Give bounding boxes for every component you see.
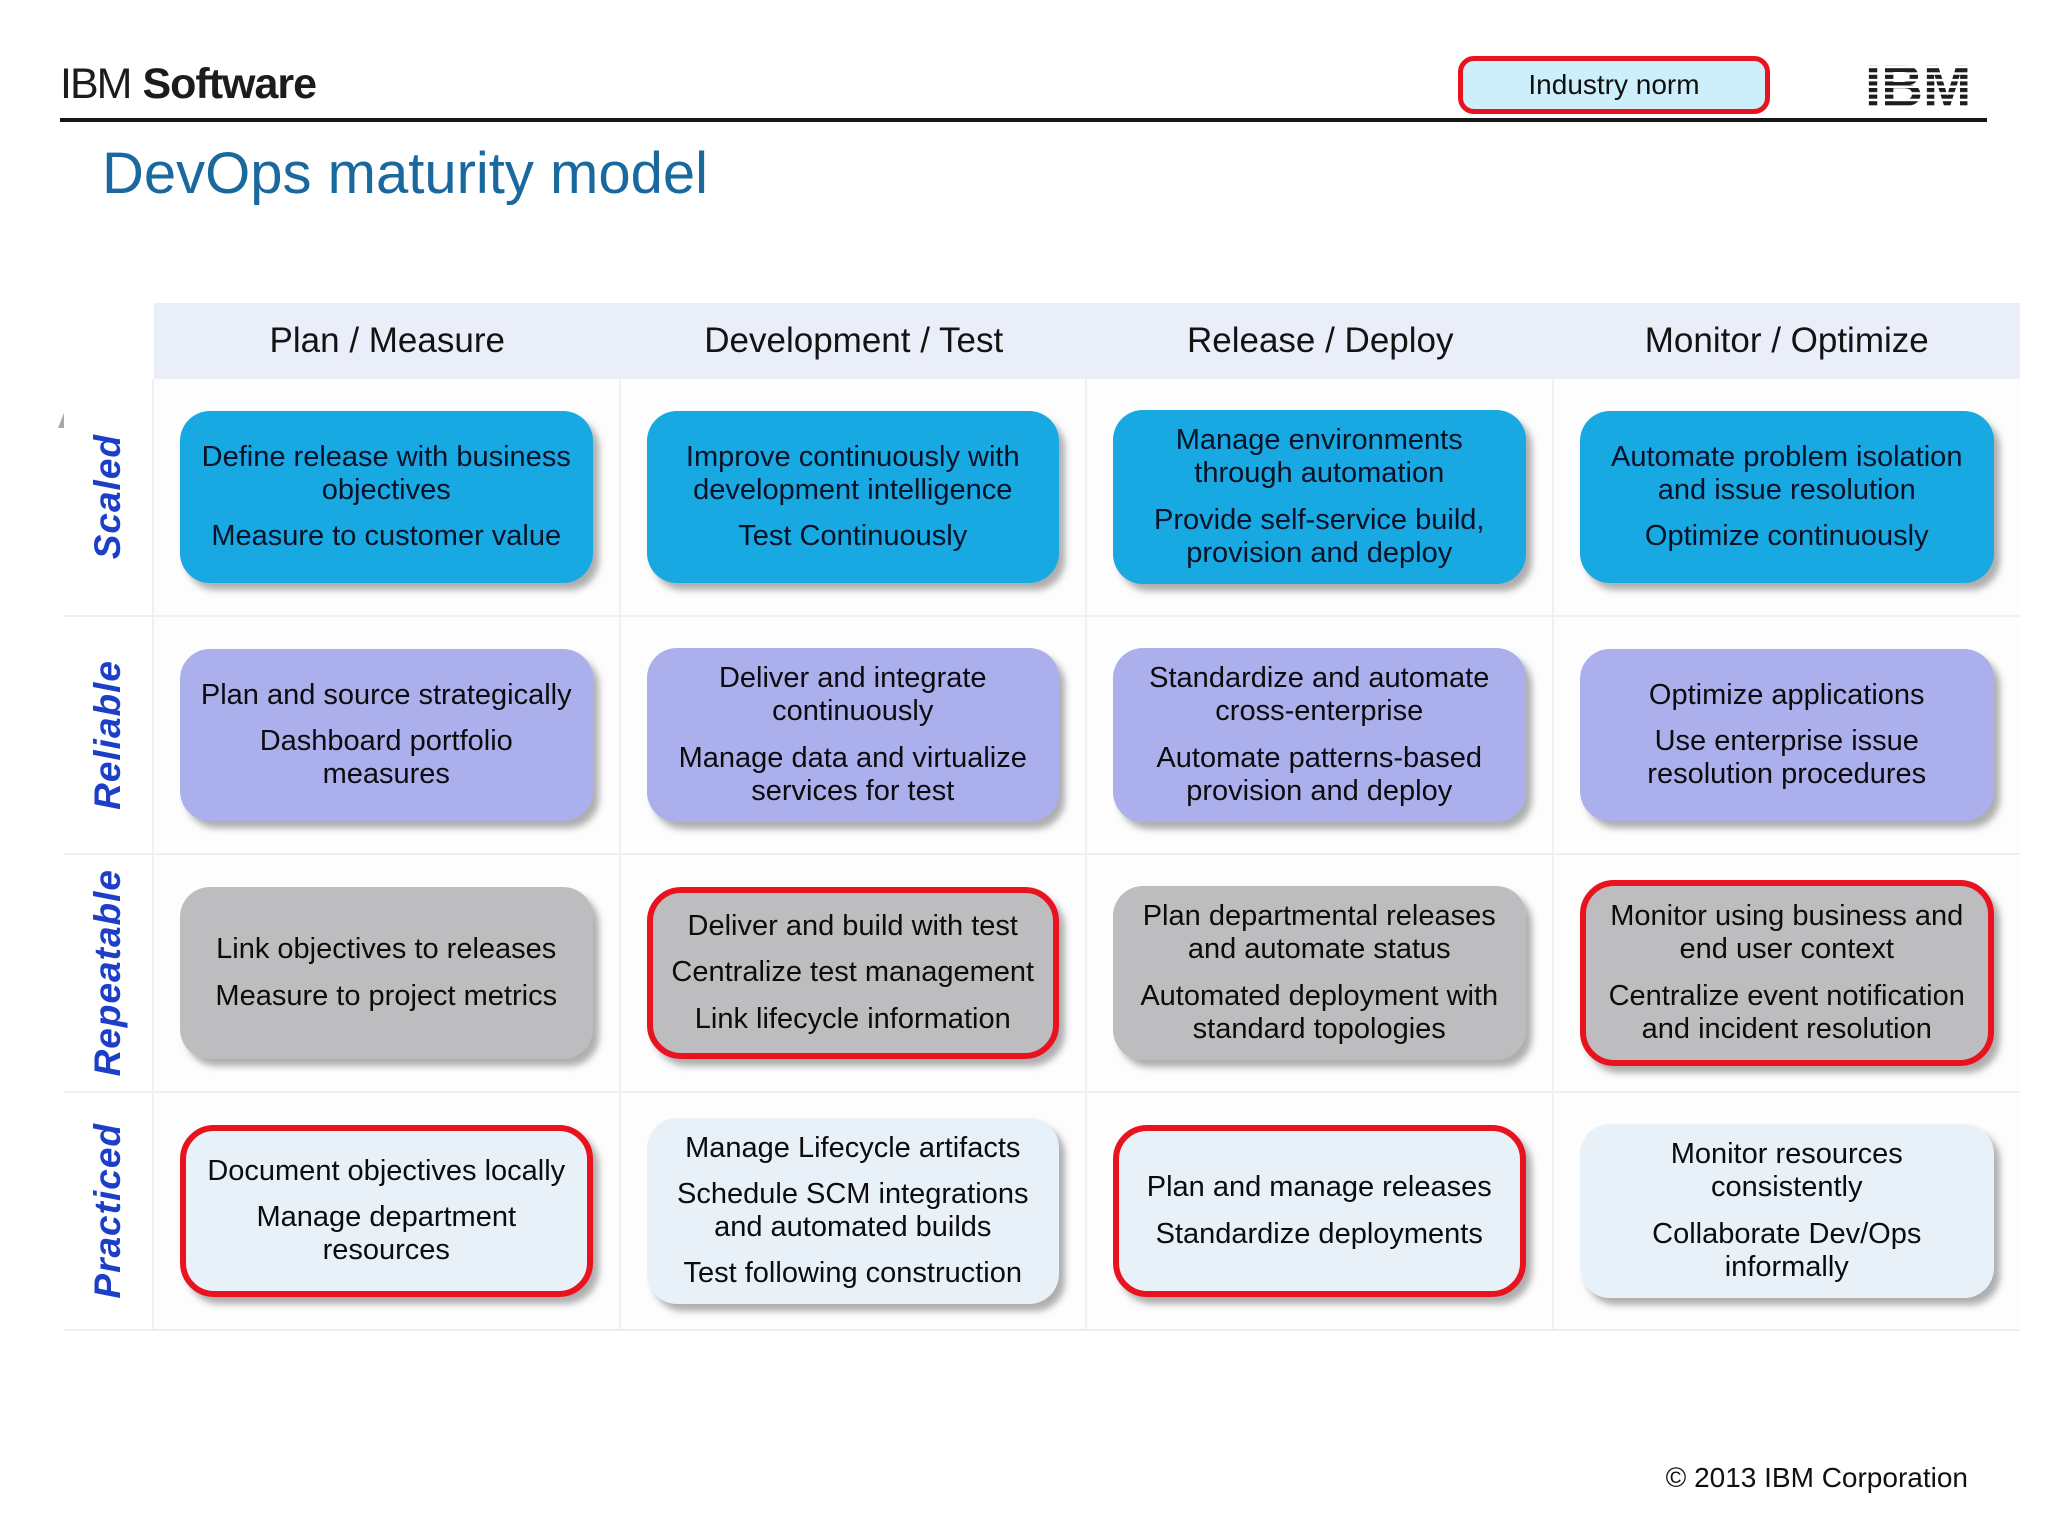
row-label-text: Practiced [87,1123,128,1299]
practice-text: Centralize event notification and incide… [1608,979,1965,1045]
column-header-development-test: Development / Test [620,303,1087,379]
matrix-corner-cell [64,303,154,379]
practice-text: Deliver and integrate continuously [718,662,987,728]
row-label-text: Repeatable [87,869,128,1077]
row-label-cell-scaled: Scaled [64,379,154,617]
ibm-logo-text: IBM [1867,54,1971,114]
practice-text: Plan and manage releases [1146,1171,1492,1204]
practice-text: Plan and source strategically [200,678,572,711]
row-label-cell-reliable: Reliable [64,617,154,855]
practice-text: Link lifecycle information [694,1002,1011,1035]
practice-text: Manage department resources [256,1200,517,1267]
row-label-cell-practiced: Practiced [64,1093,154,1331]
practice-text: Measure to customer value [211,520,562,553]
matrix-cell: Improve continuously with development in… [620,379,1087,617]
copyright-text: © 2013 IBM Corporation [1665,1462,1968,1493]
practice-text: Automated deployment with standard topol… [1140,979,1499,1045]
practice-box: Automate problem isolation and issue res… [1579,411,1994,583]
practice-text: Collaborate Dev/Ops informally [1652,1217,1922,1283]
practice-text: Document objectives locally [207,1154,566,1187]
practice-text: Standardize deployments [1155,1217,1483,1250]
practice-text: Test following construction [683,1257,1023,1290]
matrix-cell: Automate problem isolation and issue res… [1553,379,2020,617]
practice-text: Define release with business objectives [201,440,571,506]
matrix-cell: Standardize and automate cross-enterpris… [1087,617,1554,855]
practice-text: Link objectives to releases [216,933,557,966]
practice-text: Optimize continuously [1644,520,1929,553]
row-label-text: Reliable [87,660,128,810]
practice-text: Manage environments through automation [1175,424,1463,490]
practice-box: Plan departmental releases and automate … [1113,886,1526,1060]
practice-text: Monitor using business and end user cont… [1610,900,1964,966]
industry-norm-badge: Industry norm [1458,56,1770,114]
practice-text: Plan departmental releases and automate … [1142,900,1496,966]
column-header-release-deploy: Release / Deploy [1087,303,1554,379]
maturity-matrix: Plan / Measure Development / Test Releas… [64,303,2020,1331]
practice-text: Provide self-service build, provision an… [1154,503,1485,569]
practice-text: Automate problem isolation and issue res… [1611,440,1963,506]
practice-text: Automate patterns-based provision and de… [1156,741,1483,807]
practice-text: Schedule SCM integrations and automated … [677,1177,1029,1243]
practice-text: Standardize and automate cross-enterpris… [1149,662,1490,728]
practice-text: Centralize test management [671,956,1035,989]
ibm-eight-bar-logo-icon: IBM [1865,54,1989,119]
page-title: DevOps maturity model [102,141,708,206]
practice-text: Manage Lifecycle artifacts [685,1131,1021,1164]
practice-box-highlighted: Monitor using business and end user cont… [1579,880,1994,1066]
practice-text: Optimize applications [1648,678,1925,711]
practice-text: Measure to project metrics [215,979,558,1012]
practice-text: Improve continuously with development in… [685,440,1020,506]
practice-text: Monitor resources consistently [1670,1138,1903,1204]
software-wordmark: Software [142,60,317,108]
practice-text: Test Continuously [738,520,968,553]
practice-text: Manage data and virtualize services for … [678,741,1027,807]
column-header-plan-measure: Plan / Measure [154,303,621,379]
practice-box: Standardize and automate cross-enterpris… [1113,648,1526,822]
matrix-cell: Monitor using business and end user cont… [1553,855,2020,1093]
ibm-wordmark: IBM [60,60,132,108]
header-divider [60,118,1987,122]
practice-text: Use enterprise issue resolution procedur… [1647,724,1927,791]
industry-norm-badge-label: Industry norm [1528,69,1700,100]
practice-text: Deliver and build with test [687,910,1018,943]
row-label-text: Scaled [87,434,128,560]
row-label-cell-repeatable: Repeatable [64,855,154,1093]
column-header-monitor-optimize: Monitor / Optimize [1553,303,2020,379]
matrix-cell: Plan departmental releases and automate … [1087,855,1554,1093]
practice-text: Dashboard portfolio measures [259,724,513,791]
practice-box: Improve continuously with development in… [646,411,1059,583]
